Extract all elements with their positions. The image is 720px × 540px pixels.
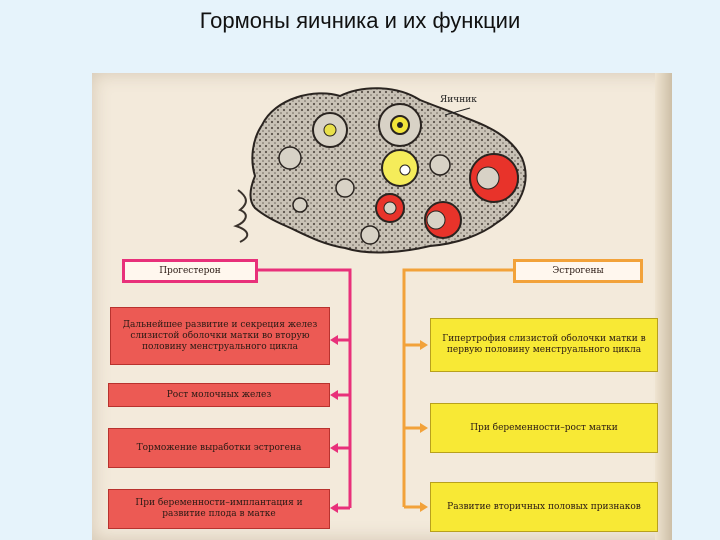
progesterone-function-2: Рост молочных желез: [108, 383, 330, 407]
estrogen-function-2: При беременности–рост матки: [430, 403, 658, 453]
corpus-luteum: [476, 166, 500, 190]
follicle: [360, 225, 380, 245]
estrogen-function-1: Гипертрофия слизистой оболочки матки в п…: [430, 318, 658, 372]
follicle: [335, 178, 355, 198]
scan-page-edge: [655, 73, 672, 540]
progesterone-connector: [258, 268, 352, 510]
slide-title: Гормоны яичника и их функции: [199, 8, 521, 33]
progesterone-function-4: При беременности–имплантация и развитие …: [108, 489, 330, 529]
ovary-hilum: [233, 189, 249, 243]
corpus-luteum: [383, 201, 397, 215]
follicle: [397, 122, 403, 128]
follicle: [278, 146, 302, 170]
estrogen-connector: [402, 268, 513, 509]
progesterone-function-1: Дальнейшее развитие и секреция желез сли…: [110, 307, 330, 365]
follicle: [399, 164, 411, 176]
follicle: [292, 197, 308, 213]
progesterone-function-3: Торможение выработки эстрогена: [108, 428, 330, 468]
ovary-label: Яичник: [440, 95, 477, 105]
estrogen-arrowheads: [420, 340, 428, 512]
estrogen-function-3: Развитие вторичных половых признаков: [430, 482, 658, 532]
progesterone-header: Прогестерон: [122, 259, 258, 283]
progesterone-arrowheads: [330, 335, 338, 513]
estrogen-header: Эстрогены: [513, 259, 643, 283]
follicle: [323, 123, 337, 137]
follicle: [429, 154, 451, 176]
corpus-luteum: [426, 210, 446, 230]
ovary-pointer: [444, 107, 471, 116]
